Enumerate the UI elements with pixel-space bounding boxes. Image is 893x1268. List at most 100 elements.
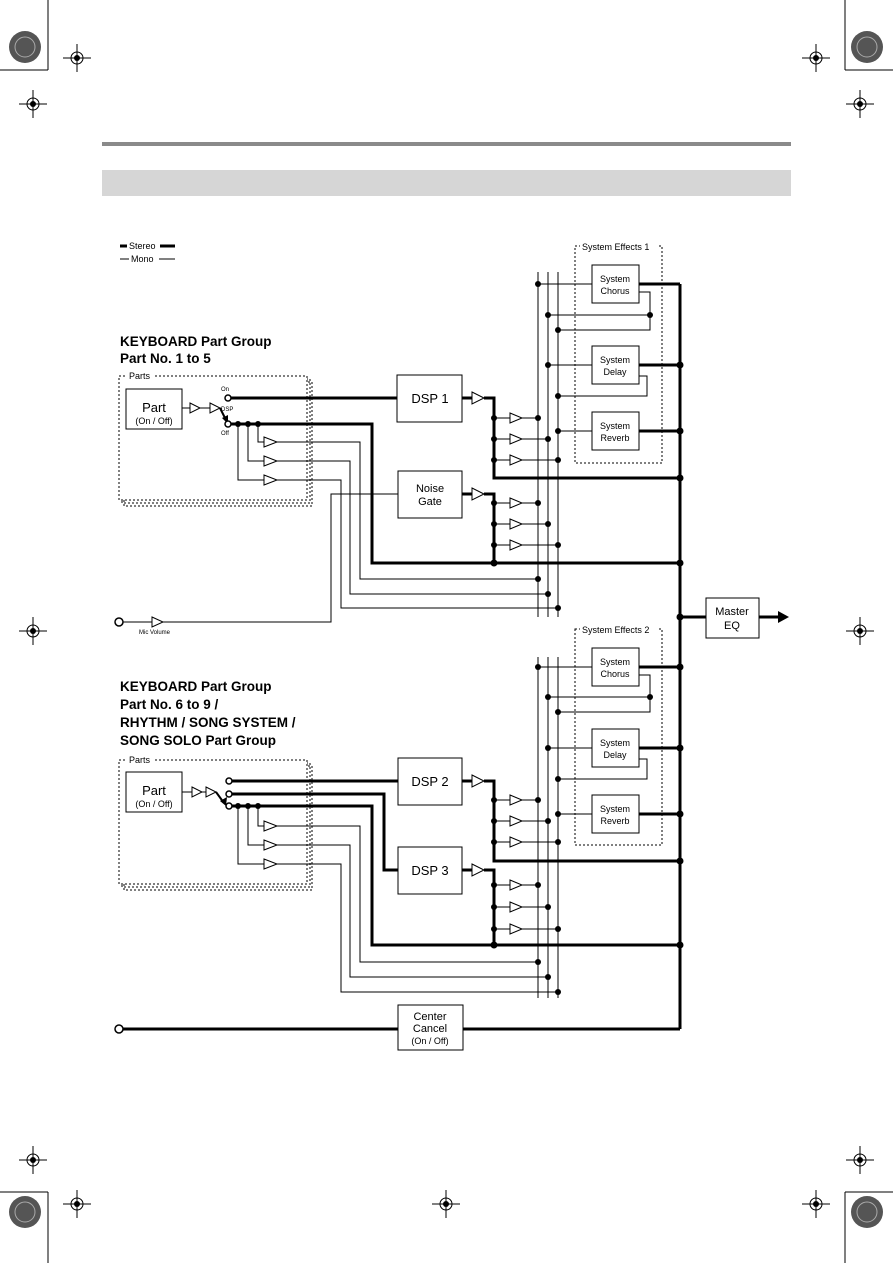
switch-on-label: On xyxy=(221,387,229,393)
dsp1-block xyxy=(396,374,463,423)
system-effects-1-title: System Effects 1 xyxy=(582,242,649,252)
center-cancel-line1: Center xyxy=(413,1011,446,1023)
system-effects-2-title: System Effects 2 xyxy=(582,625,649,635)
group2-part-label: Part xyxy=(142,783,166,798)
center-cancel-line3: (On / Off) xyxy=(411,1036,448,1046)
dsp1-label: DSP 1 xyxy=(411,391,448,406)
group1-title-line1: KEYBOARD Part Group xyxy=(120,334,272,349)
registration-mark-icon xyxy=(801,1189,831,1219)
group2-part-block xyxy=(125,771,183,813)
group2-part-sub: (On / Off) xyxy=(135,799,172,809)
color-target-icon xyxy=(851,1196,883,1228)
registration-mark-icon xyxy=(62,1189,92,1219)
send-amp-icon xyxy=(263,474,279,486)
part-amp-icon xyxy=(209,402,222,414)
legend-mono-label: Mono xyxy=(131,254,154,264)
system-reverb-1-line1: System xyxy=(600,421,630,431)
system-delay-2-block xyxy=(591,728,640,768)
registration-mark-icon xyxy=(801,43,831,73)
noise-gate-line2: Gate xyxy=(418,496,442,508)
dsp3-block xyxy=(397,846,463,895)
system-effects-2: System Effects 2 System Chorus System De… xyxy=(535,623,680,846)
dsp1-output xyxy=(462,391,680,480)
header-rule xyxy=(102,142,791,146)
noise-gate-line1: Noise xyxy=(416,483,444,495)
noise-gate-output xyxy=(462,487,561,567)
group1-parts-label: Parts xyxy=(129,371,151,381)
master-stereo-bus xyxy=(678,284,706,1029)
input-jack-icon xyxy=(114,1024,124,1034)
group1-part-block xyxy=(125,388,183,430)
group2-title-line1: KEYBOARD Part Group xyxy=(120,679,272,694)
system-chorus-1-block xyxy=(591,264,640,304)
dsp3-label: DSP 3 xyxy=(411,863,448,878)
system-delay-1-block xyxy=(591,345,640,385)
system-reverb-2-line2: Reverb xyxy=(600,816,629,826)
noise-gate-block xyxy=(397,470,463,519)
system-chorus-2-line1: System xyxy=(600,657,630,667)
center-cancel-block xyxy=(397,1004,464,1051)
system-delay-2-line1: System xyxy=(600,738,630,748)
section-heading-bar xyxy=(102,170,791,196)
group2-parts-label: Parts xyxy=(129,755,151,765)
system-delay-1-line1: System xyxy=(600,355,630,365)
color-target-icon xyxy=(851,31,883,63)
system-reverb-2-block xyxy=(591,794,640,834)
master-eq-line1: Master xyxy=(715,606,749,618)
center-cancel-line2: Cancel xyxy=(413,1023,447,1035)
part-amp-icon xyxy=(189,402,202,414)
group2-title-line2: Part No. 6 to 9 / xyxy=(120,697,219,712)
send-amp-icon xyxy=(263,455,279,467)
group2-title-line4: SONG SOLO Part Group xyxy=(120,733,276,748)
legend: Stereo Mono xyxy=(120,241,175,264)
center-cancel: Center Cancel (On / Off) xyxy=(114,1004,680,1051)
registration-mark-icon xyxy=(62,43,92,73)
legend-stereo-label: Stereo xyxy=(129,241,156,251)
mic-input: Mic Volume xyxy=(114,493,398,636)
system-delay-2-line2: Delay xyxy=(603,750,627,760)
registration-mark-icon xyxy=(845,89,875,119)
system-chorus-1-line2: Chorus xyxy=(600,286,630,296)
registration-mark-icon xyxy=(845,616,875,646)
system-reverb-1-line2: Reverb xyxy=(600,433,629,443)
system-reverb-1-block xyxy=(591,411,640,451)
registration-mark-icon xyxy=(845,1145,875,1175)
master-eq-line2: EQ xyxy=(724,620,740,632)
dsp2-label: DSP 2 xyxy=(411,774,448,789)
color-target-icon xyxy=(9,1196,41,1228)
dsp2-block xyxy=(397,757,463,806)
group1-part-label: Part xyxy=(142,400,166,415)
system-chorus-2-block xyxy=(591,647,640,687)
effect-buses xyxy=(537,272,559,998)
system-effects-1: System Effects 1 System Chorus System De… xyxy=(535,240,680,464)
dsp2-output xyxy=(462,774,680,863)
mic-volume-amp-icon xyxy=(151,616,165,628)
group1-title-line2: Part No. 1 to 5 xyxy=(120,351,211,366)
dsp1-amp-icon xyxy=(471,391,486,405)
group2-title-line3: RHYTHM / SONG SYSTEM / xyxy=(120,715,296,730)
registration-mark-icon xyxy=(431,1189,461,1219)
master-eq-block xyxy=(705,597,760,639)
dsp3-output xyxy=(462,863,561,949)
keyboard-part-group-1: KEYBOARD Part Group Part No. 1 to 5 Part… xyxy=(118,334,680,611)
mic-volume-label: Mic Volume xyxy=(139,630,171,636)
system-chorus-1-line1: System xyxy=(600,274,630,284)
registration-mark-icon xyxy=(18,89,48,119)
system-delay-1-line2: Delay xyxy=(603,367,627,377)
switch-dsp-label: DSP xyxy=(221,407,233,413)
output-arrow-icon xyxy=(778,611,789,623)
keyboard-part-group-2: KEYBOARD Part Group Part No. 6 to 9 / RH… xyxy=(118,679,680,995)
color-target-icon xyxy=(9,31,41,63)
send-amp-icon xyxy=(263,436,279,448)
registration-mark-icon xyxy=(18,616,48,646)
switch-off-label: Off xyxy=(221,431,229,437)
system-chorus-2-line2: Chorus xyxy=(600,669,630,679)
group1-part-sub: (On / Off) xyxy=(135,416,172,426)
system-effects-2-frame xyxy=(574,628,663,846)
mic-jack-icon xyxy=(114,617,124,627)
registration-mark-icon xyxy=(18,1145,48,1175)
system-reverb-2-line1: System xyxy=(600,804,630,814)
